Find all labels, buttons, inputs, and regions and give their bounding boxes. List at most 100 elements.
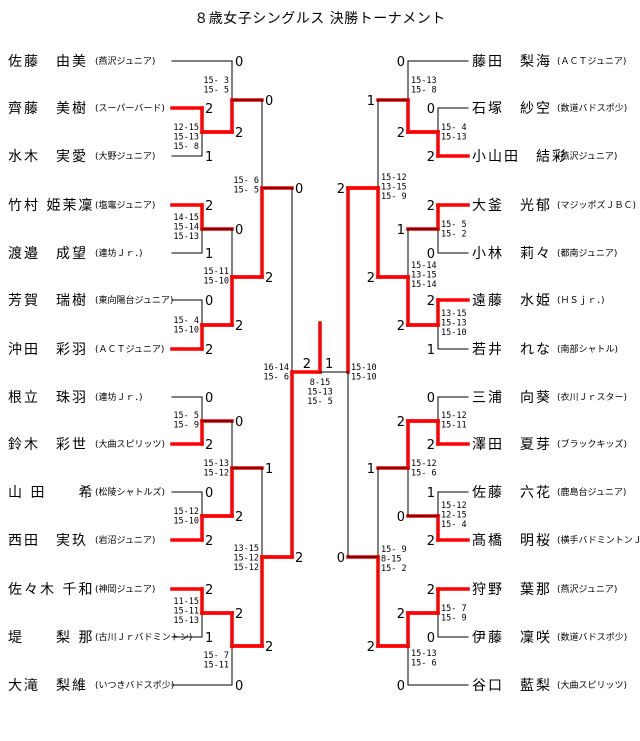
right-player-name: 大釜 光郁	[472, 198, 552, 214]
game-score: 15- 7	[441, 604, 467, 614]
match-score: 2	[367, 271, 375, 286]
match-score: 2	[205, 534, 213, 549]
game-score: 15-11	[203, 267, 229, 277]
match-score: 2	[427, 534, 435, 549]
game-score: 13-15	[233, 544, 259, 554]
game-score: 12-15	[173, 123, 199, 133]
game-score: 15-12	[173, 507, 199, 517]
left-player-team: (松陵シャトルズ)	[95, 488, 166, 498]
game-score: 15-11	[203, 661, 229, 671]
left-player-team: (スーパーバード)	[95, 104, 165, 114]
match-score: 2	[235, 510, 243, 525]
game-score: 13-15	[441, 309, 467, 319]
game-score: 15-14	[411, 261, 437, 271]
game-score: 15-13	[173, 616, 199, 626]
right-player-name: 髙橋 明桜	[472, 533, 552, 549]
right-player-team: (大曲スピリッツ)	[557, 681, 628, 691]
left-player-team: (ＡＣＴジュニア)	[95, 345, 165, 355]
game-score: 13-15	[381, 183, 407, 193]
right-player-team: (ブラックキッズ)	[557, 440, 628, 450]
game-score: 15- 6	[233, 176, 259, 186]
match-score: 2	[205, 583, 213, 598]
match-score: 2	[205, 343, 213, 358]
game-score: 15-10	[441, 328, 467, 338]
left-player-team: (古川Ｊｒバドミントン)	[95, 633, 193, 643]
right-player-name: 小林 莉々	[472, 246, 552, 262]
game-score: 15- 8	[411, 86, 437, 96]
game-score: 15- 2	[381, 564, 407, 574]
left-player-team: (塩竈ジュニア)	[95, 201, 156, 211]
match-score: 2	[427, 199, 435, 214]
match-score: 2	[397, 319, 405, 334]
right-player-name: 狩野 葉那	[472, 582, 552, 598]
left-player-name: 佐藤 由美	[8, 54, 88, 70]
match-score: 0	[427, 102, 435, 117]
game-score: 15- 9	[441, 614, 467, 624]
left-player-name: 芳賀 瑞樹	[8, 293, 88, 309]
match-score: 0	[265, 94, 273, 109]
match-score: 0	[427, 631, 435, 646]
right-player-team: (燕沢ジュニア)	[557, 152, 618, 162]
game-score: 15-12	[381, 173, 407, 183]
match-score: 2	[397, 607, 405, 622]
match-score: 0	[427, 391, 435, 406]
game-score: 15-12	[203, 469, 229, 479]
right-player-name: 澤田 夏芽	[472, 437, 552, 453]
match-score: 2	[427, 294, 435, 309]
match-score: 1	[367, 94, 375, 109]
game-score: 15-12	[233, 554, 259, 564]
game-score: 15- 5	[173, 411, 199, 421]
game-score: 15-11	[441, 421, 467, 431]
match-score: 1	[265, 462, 273, 477]
right-player-name: 遠藤 水姫	[472, 293, 552, 309]
left-player-name: 鈴木 彩世	[8, 437, 88, 453]
right-player-team: (ＨＳｊｒ．)	[557, 296, 605, 306]
match-score: 2	[367, 640, 375, 655]
match-score: 2	[265, 640, 273, 655]
left-player-team: (いつきバドスポ少)	[95, 681, 175, 691]
right-player-team: (衣川Ｊｒスター)	[557, 393, 628, 403]
right-player-team: (横手バドミントンＪｒ)	[557, 536, 640, 546]
match-score: 0	[397, 510, 405, 525]
left-player-name: 齊藤 美樹	[8, 101, 88, 117]
right-player-name: 藤田 梨海	[472, 54, 552, 70]
game-score: 15- 8	[173, 142, 199, 152]
match-score: 2	[235, 607, 243, 622]
game-score: 15- 3	[203, 76, 229, 86]
game-score: 14-15	[173, 213, 199, 223]
game-score: 15- 9	[173, 421, 199, 431]
game-score: 15-12	[441, 411, 467, 421]
game-score: 15- 4	[441, 123, 467, 133]
left-player-name: 大滝 梨維	[8, 678, 88, 694]
right-player-team: (数道バドスポ少)	[557, 633, 628, 643]
left-player-team: (大野ジュニア)	[95, 152, 156, 162]
game-score: 16-14	[263, 363, 289, 373]
game-score: 15- 5	[233, 186, 259, 196]
game-score: 15-14	[173, 223, 199, 233]
left-player-team: (連坊Ｊｒ．)	[95, 249, 143, 259]
game-score: 15- 7	[203, 651, 229, 661]
game-score: 15- 2	[441, 230, 467, 240]
right-player-team: (南部シャトル)	[557, 345, 619, 355]
match-score: 2	[235, 126, 243, 141]
final-game-score: 8-15	[310, 378, 330, 388]
game-score: 15-10	[351, 363, 377, 373]
game-score: 15- 6	[411, 469, 437, 479]
match-score: 1	[427, 343, 435, 358]
final-score: 1	[325, 357, 333, 372]
match-score: 0	[205, 486, 213, 501]
game-score: 15-13	[203, 459, 229, 469]
game-score: 15-10	[173, 517, 199, 527]
game-score: 15-13	[173, 232, 199, 242]
right-player-team: (鹿島台ジュニア)	[557, 488, 627, 498]
left-player-team: (連坊Ｊｒ．)	[95, 393, 143, 403]
game-score: 8-15	[381, 555, 401, 565]
match-score: 1	[205, 247, 213, 262]
left-player-name: 佐々木 千和	[8, 582, 95, 598]
match-score: 0	[235, 415, 243, 430]
game-score: 15-13	[441, 133, 467, 143]
match-score: 0	[205, 391, 213, 406]
match-score: 0	[235, 223, 243, 238]
right-player-team: (都南ジュニア)	[557, 249, 618, 259]
match-score: 2	[295, 551, 303, 566]
